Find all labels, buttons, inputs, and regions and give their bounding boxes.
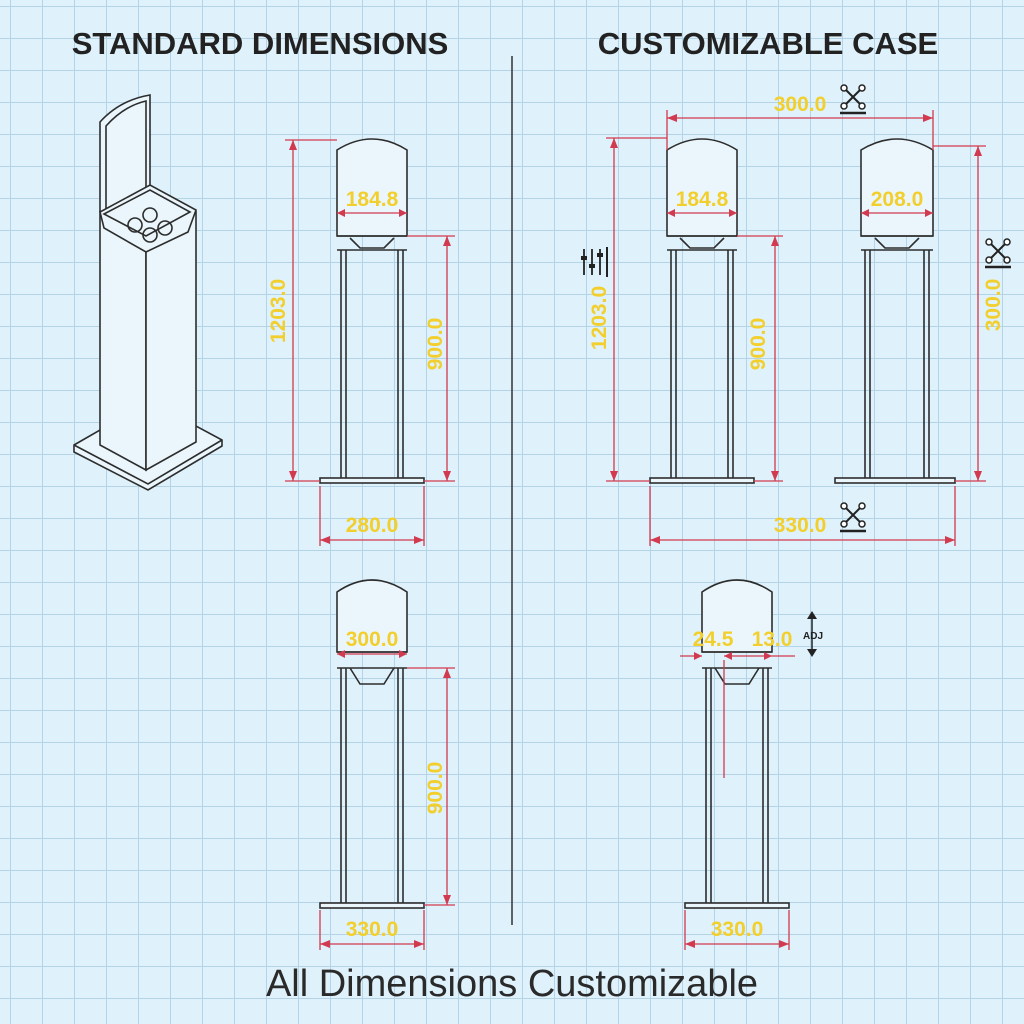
dims-custom-bottom — [680, 652, 795, 950]
heading-custom: CUSTOMIZABLE CASE — [598, 26, 938, 61]
dim-head-width-a: 184.8 — [676, 188, 729, 211]
resize-arrows-icon — [983, 237, 1013, 269]
dim-head-width-b: 208.0 — [871, 188, 924, 211]
dim-base-width: 330.0 — [711, 918, 764, 941]
adj-label: ADJ — [803, 631, 823, 642]
dim-overall-height: 1203.0 — [588, 286, 611, 350]
slider-adjust-icon — [581, 247, 608, 277]
adjust-updown-icon — [807, 611, 817, 657]
heading-standard: STANDARD DIMENSIONS — [72, 26, 449, 61]
resize-arrows-icon — [838, 83, 868, 115]
resize-arrows-icon — [838, 501, 868, 533]
stand-custom-b — [834, 138, 956, 484]
isometric-stand — [73, 94, 223, 491]
dims-standard-bottom — [319, 650, 455, 950]
dim-head-width: 184.8 — [346, 188, 399, 211]
dim-overall-height: 1203.0 — [267, 279, 290, 343]
dim-right-height: 300.0 — [982, 279, 1005, 332]
dim-head-width: 300.0 — [346, 628, 399, 651]
dim-span-width: 300.0 — [774, 93, 827, 116]
dim-base-width: 280.0 — [346, 514, 399, 537]
stand-custom-bottom — [684, 579, 790, 909]
dim-post-height: 900.0 — [424, 318, 447, 371]
dim-offset-b: 13.0 — [752, 628, 793, 651]
dim-base-width: 330.0 — [346, 918, 399, 941]
dim-offset-a: 24.5 — [693, 628, 734, 651]
dims-standard-top — [285, 139, 455, 546]
stand-standard-bottom — [319, 579, 425, 909]
footer-caption: All Dimensions Customizable — [266, 963, 758, 1005]
stand-standard-top — [319, 138, 425, 484]
dim-base-span: 330.0 — [774, 514, 827, 537]
dims-custom-top — [606, 110, 986, 546]
dim-post-height: 900.0 — [424, 762, 447, 815]
dim-post-height: 900.0 — [747, 318, 770, 371]
